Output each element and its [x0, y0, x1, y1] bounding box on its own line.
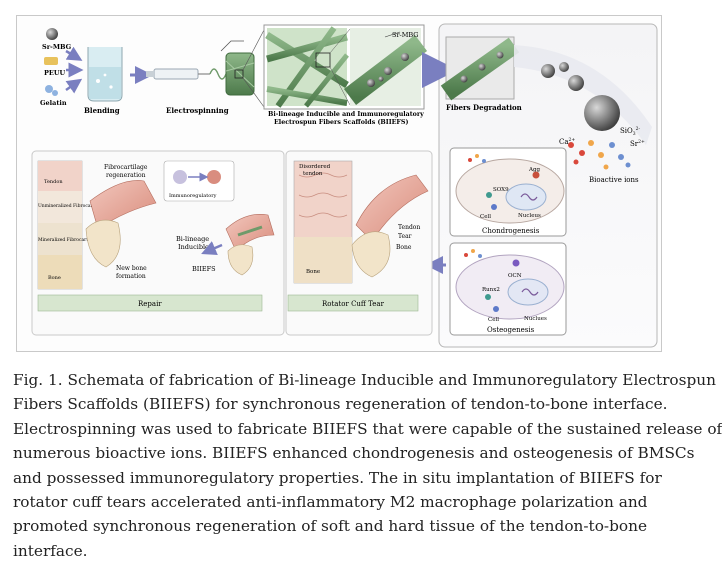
- injury-disordered-line1: Disordered: [299, 164, 331, 170]
- repair-layer-unmineralized: Unmineralized Fibrocartilage: [38, 203, 106, 209]
- input-gelatin: Gelatin: [40, 99, 67, 107]
- scaffold-inset-label: Sr-MBG: [392, 31, 419, 39]
- injury-disordered-line2: tendon: [303, 171, 323, 177]
- schematic-figure: Sr-MBG PEUU Gelatin Blending Electrospin…: [16, 15, 662, 352]
- bone-icon: [351, 231, 391, 278]
- scaffold-panel: Sr-MBG: [263, 24, 428, 110]
- mbg-particle: [541, 64, 555, 78]
- torn-tendon-icon: [355, 174, 429, 242]
- step-blending: Blending: [84, 106, 120, 115]
- beaker-icon: [87, 47, 123, 102]
- caption-line: Electrospinning was used to fabricate BI…: [13, 419, 722, 438]
- osteogenesis-title: Osteogenesis: [487, 326, 535, 334]
- osteo-ocn: OCN: [508, 273, 522, 279]
- mbg-particle-large: [584, 95, 620, 131]
- input-peuu: PEUU: [44, 69, 66, 77]
- inputs-group: Sr-MBG PEUU Gelatin: [40, 28, 84, 107]
- repair-bilineage-line2: Inducible: [178, 243, 209, 251]
- repair-newbone-line2: formation: [116, 273, 146, 280]
- repair-fibro-line1: Fibrocartilage: [104, 164, 148, 171]
- chondro-cell: Cell: [480, 214, 491, 220]
- repair-bilineage-line1: Bi-lineage: [176, 235, 209, 243]
- caption-line: and possessed immunoregulatory propertie…: [13, 468, 662, 487]
- osteo-runx2: Runx2: [482, 287, 500, 293]
- osteo-nucleus: Nuclues: [524, 316, 547, 322]
- repair-immuno: Immunoregulatory: [169, 193, 217, 199]
- osteo-cell: Cell: [488, 317, 499, 323]
- repair-biiefs: BIIEFS: [192, 265, 216, 273]
- injury-bone-inset: Bone: [306, 269, 320, 275]
- repair-layer-tendon: Tendon: [44, 179, 63, 185]
- repair-layer-bone: Bone: [48, 275, 61, 281]
- caption-line: interface.: [13, 541, 88, 560]
- repair-panel: Tendon Unmineralized Fibrocartilage Mine…: [31, 150, 285, 336]
- step-electrospinning: Electrospinning: [166, 106, 229, 115]
- chondrogenesis-title: Chondrogenesis: [482, 227, 540, 235]
- caption-line: Fibers Scaffolds (BIIEFS) for synchronou…: [13, 395, 668, 414]
- osteogenesis-box: OCN Runx2 Cell Nuclues Osteogenesis: [449, 242, 567, 336]
- step-degradation: Fibers Degradation: [446, 103, 522, 112]
- caption-line: Fig. 1. Schemata of fabrication of Bi-li…: [13, 371, 716, 389]
- figure-caption: Fig. 1. Schemata of fabrication of Bi-li…: [13, 368, 722, 563]
- injury-bone: Bone: [396, 244, 412, 251]
- chondro-agg: Agg: [528, 167, 540, 173]
- chondrogenesis-box: Agg SOX9 Cell Nucleus Chondrogenesis: [449, 147, 567, 237]
- ion-sio: SiO32-: [620, 126, 641, 137]
- injury-panel: Disordered tendon Bone Tendon Tear Bone …: [285, 150, 433, 336]
- repair-layer-mineralized: Mineralized Fibrocartilage: [38, 237, 100, 243]
- injury-tendon: Tendon: [398, 224, 420, 231]
- scaffold-title-line1: Bi-lineage Inducible and Immunoregulator…: [268, 111, 424, 118]
- repair-newbone-line1: New bone: [116, 265, 147, 272]
- bioactive-ions-label: Bioactive ions: [589, 176, 639, 184]
- chondro-nucleus: Nucleus: [518, 213, 541, 219]
- injury-tear: Tear: [398, 233, 412, 240]
- gelatin-icon: [45, 85, 53, 93]
- repair-title: Repair: [138, 300, 162, 308]
- degradation-panel: [440, 36, 520, 101]
- caption-line: rotator cuff tears accelerated anti-infl…: [13, 493, 648, 512]
- sr-mbg-icon: [46, 28, 58, 40]
- chondro-sox9: SOX9: [493, 187, 509, 193]
- repaired-bone-icon: [85, 219, 121, 268]
- ions-group: Ca2+ SiO32- Sr2+: [559, 126, 645, 170]
- ion-ca: Ca2+: [559, 137, 575, 146]
- injury-title: Rotator Cuff Tear: [322, 300, 385, 308]
- collector-drum-icon: [220, 40, 255, 96]
- ion-sr: Sr2+: [630, 139, 645, 148]
- repair-fibro-line2: regeneration: [106, 172, 146, 179]
- peuu-icon: [44, 57, 58, 65]
- scaffold-title-line2: Electrospun Fibers Scaffolds (BIIEFS): [274, 119, 408, 126]
- input-sr-mbg: Sr-MBG: [42, 43, 72, 51]
- caption-line: numerous bioactive ions. BIIEFS enhanced…: [13, 444, 695, 463]
- caption-line: promoted synchronous regeneration of sof…: [13, 517, 647, 536]
